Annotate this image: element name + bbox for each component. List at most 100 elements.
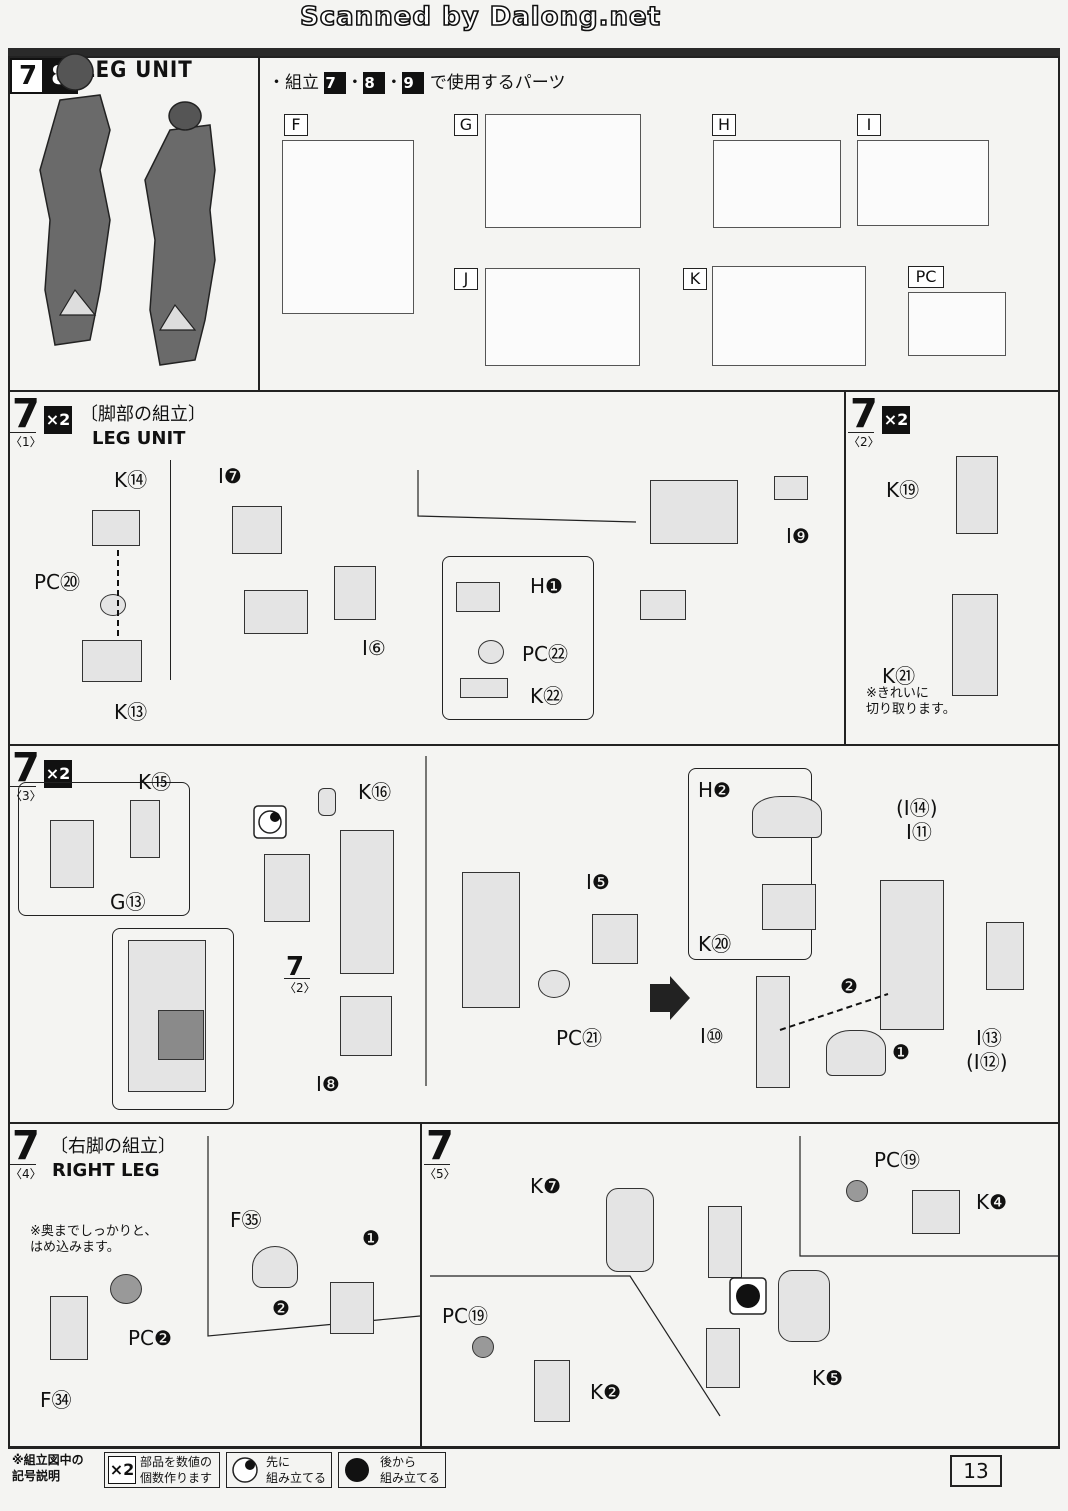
- part-k20: [762, 884, 816, 930]
- step-7-2-multiplier: ×2: [882, 406, 910, 434]
- part-thigh-upper-7-1: [650, 480, 738, 544]
- sprue-label-g: G: [454, 114, 478, 136]
- label-i5: I❺: [586, 870, 610, 894]
- step-7-2-note: ※きれいに 切り取ります。: [866, 686, 956, 717]
- part-k21: [952, 594, 998, 696]
- label-k13: K⑬: [114, 700, 148, 724]
- part-pc19-a: [846, 1180, 868, 1202]
- arrow-num-2-7-3: ❷: [840, 974, 858, 998]
- legend-bar: [8, 1447, 1060, 1493]
- part-h2: [752, 796, 822, 838]
- label-i13: I⑬: [976, 1026, 1002, 1050]
- part-k2: [534, 1360, 570, 1422]
- legend-first-icon: [232, 1457, 258, 1483]
- step-7-4-sub: 〈4〉: [10, 1164, 42, 1182]
- divider-7-5: [430, 1136, 1060, 1417]
- label-i7: I❼: [218, 464, 242, 488]
- parts-step-7: 7: [324, 72, 347, 94]
- label-pc22: PC㉒: [522, 642, 569, 666]
- legend-mult-desc: 部品を数値の 個数作ります: [140, 1455, 213, 1485]
- first-assemble-mark-7-3: [253, 805, 287, 839]
- legend-first-box: [226, 1452, 332, 1488]
- sprue-f: [282, 140, 414, 314]
- arrow-num-1-7-4: ❶: [362, 1226, 380, 1250]
- sprue-k: [712, 266, 866, 366]
- label-i12-paren: (I⑫): [966, 1050, 1008, 1074]
- legend-later-desc: 後から 組み立てる: [380, 1455, 441, 1485]
- parts-step-8: 8: [363, 72, 386, 94]
- label-pc19-a: PC⑲: [874, 1148, 921, 1172]
- dashed-arrows-7-3: [779, 993, 889, 1031]
- part-leg-cover-7-3: [264, 854, 310, 922]
- label-k21: K㉑: [882, 664, 916, 688]
- step-7-4-note: ※奥までしっかりと、 はめ込みます。: [30, 1224, 158, 1255]
- step-7-3-number: 7: [12, 745, 40, 791]
- legend-later-icon: [345, 1458, 369, 1482]
- part-k19-7-2: [956, 456, 998, 534]
- part-i13: [986, 922, 1024, 990]
- arrow-next-7-3: [650, 976, 690, 1020]
- sprue-i: [857, 140, 989, 226]
- section-title: LEG UNIT: [82, 58, 193, 83]
- label-pc19-b: PC⑲: [442, 1304, 489, 1328]
- part-i8: [340, 996, 392, 1056]
- part-i10: [756, 976, 790, 1088]
- label-f34: F㉞: [40, 1388, 72, 1412]
- label-pc20: PC⑳: [34, 570, 81, 594]
- label-i6: I⑥: [362, 636, 386, 660]
- step-7-1-jp-title: 〔脚部の組立〕: [80, 404, 206, 425]
- label-k4: K❹: [976, 1190, 1008, 1214]
- label-h2: H❷: [698, 778, 731, 802]
- legend-mult-box: [104, 1452, 220, 1488]
- label-k2: K❷: [590, 1380, 622, 1404]
- divider-7-3: [425, 756, 427, 1086]
- label-k19-7-2: K⑲: [886, 478, 920, 502]
- part-pc20: [100, 594, 126, 616]
- part-h1: [456, 582, 500, 612]
- part-k14: [92, 510, 140, 546]
- step-7-1-number: 7: [12, 391, 40, 437]
- assembly-arrows-7-1a: [117, 550, 119, 640]
- callout-box-7-1: [442, 556, 594, 720]
- ref-step-7: 7: [286, 952, 305, 982]
- part-i6: [334, 566, 376, 620]
- label-k5: K❺: [812, 1366, 844, 1390]
- part-pc21: [538, 970, 570, 998]
- part-k4: [912, 1190, 960, 1234]
- step-7-1-en-title: LEG UNIT: [92, 428, 186, 449]
- part-k15: [130, 800, 160, 858]
- leg-unit-figure: [39, 53, 216, 366]
- arrow-num-1-7-3: ❶: [892, 1040, 910, 1064]
- label-g13: G⑬: [110, 890, 146, 914]
- sprue-label-j: J: [454, 268, 478, 290]
- ref-step-7-sub: 〈2〉: [284, 978, 316, 996]
- callout-box-7-3b: [112, 928, 234, 1110]
- sprue-label-i: I: [857, 114, 881, 136]
- part-f34: [50, 1296, 88, 1360]
- part-f35: [252, 1246, 298, 1288]
- label-k15: K⑮: [138, 770, 172, 794]
- part-g13-piece: [50, 820, 94, 888]
- label-k14: K⑭: [114, 468, 148, 492]
- step-7-4-number: 7: [12, 1123, 40, 1169]
- part-pc2: [110, 1274, 142, 1304]
- legend-heading: ※組立図中の 記号説明: [12, 1453, 84, 1483]
- part-leg-final-7-3: [880, 880, 944, 1030]
- part-leg-assembled-7-3: [462, 872, 520, 1008]
- label-i8: I❽: [316, 1072, 340, 1096]
- part-thigh-lower-7-1: [640, 590, 686, 620]
- label-k7: K❼: [530, 1174, 562, 1198]
- label-k16: K⑯: [358, 780, 392, 804]
- part-leg-base-7-1: [244, 590, 308, 634]
- step-7-5-sub: 〈5〉: [424, 1164, 456, 1182]
- parts-step-9: 9: [402, 72, 425, 94]
- part-lower-joint-7-5: [706, 1328, 740, 1388]
- sprue-h: [713, 140, 841, 228]
- label-h1: H❶: [530, 574, 563, 598]
- label-i9: I❾: [786, 524, 810, 548]
- label-i14-paren: (I⑭): [896, 796, 938, 820]
- step-7-5-number: 7: [426, 1123, 454, 1169]
- label-pc2: PC❷: [128, 1326, 172, 1350]
- part-i5: [592, 914, 638, 964]
